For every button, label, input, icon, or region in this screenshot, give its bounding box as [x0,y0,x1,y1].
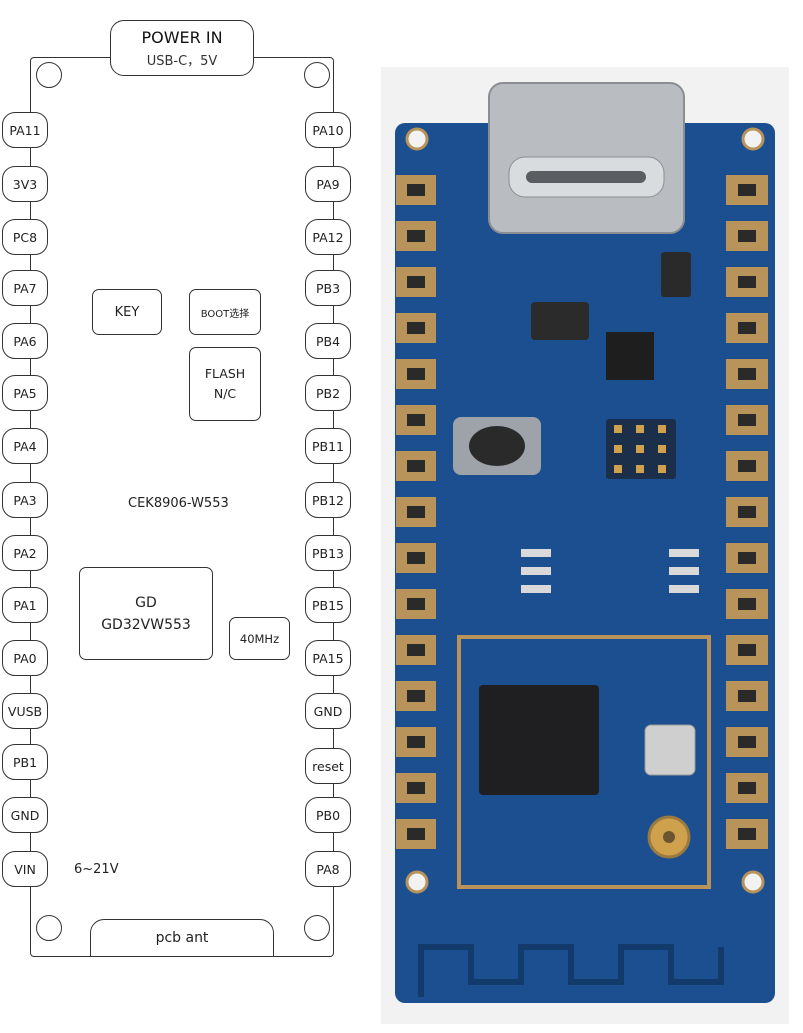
board-photo [381,67,789,1024]
pin-right-6: PB2 [305,375,351,411]
pin-left-8: PA3 [2,482,48,518]
pin-left-2: 3V3 [2,166,48,202]
key-label: KEY [114,304,140,320]
pin-right-12: GND [305,693,351,729]
mounting-hole-bottom-left [36,915,62,941]
boot-select-label: BOOT选择 [200,308,250,320]
module-name: CEK8906-W553 [128,496,229,511]
pin-left-10: PA1 [2,587,48,623]
pcb-antenna-label: pcb ant [155,930,209,946]
mounting-hole-top-left [36,62,62,88]
pin-left-9: PA2 [2,535,48,571]
crystal-label: 40MHz [239,631,280,646]
pin-right-8: PB12 [305,482,351,518]
pin-right-9: PB13 [305,535,351,571]
mcu-model: GD32VW553 [101,616,191,633]
mcu-vendor: GD [135,594,157,611]
board-photo-illustration [381,67,789,1024]
flash-box: FLASH N/C [189,347,261,421]
pin-right-3: PA12 [305,219,351,255]
pin-right-10: PB15 [305,587,351,623]
pin-right-14: PB0 [305,797,351,833]
pin-right-7: PB11 [305,428,351,464]
pin-left-15: VIN [2,851,48,887]
crystal-box: 40MHz [229,617,290,660]
mcu-box: GD GD32VW553 [79,567,213,660]
pin-right-4: PB3 [305,270,351,306]
boot-select-box: BOOT选择 [189,289,261,335]
mounting-hole-bottom-right [304,915,330,941]
pin-right-2: PA9 [305,166,351,202]
pin-right-15: PA8 [305,851,351,887]
mounting-hole-top-right [304,62,330,88]
pinout-diagram: POWER IN USB-C，5V PA11 3V3 PC8 PA7 PA6 P… [0,0,380,1033]
flash-status: N/C [213,386,237,401]
pin-left-13: PB1 [2,744,48,780]
pin-left-11: PA0 [2,640,48,676]
pin-left-6: PA5 [2,375,48,411]
power-in-title: POWER IN [141,28,223,47]
power-in-box: POWER IN USB-C，5V [110,20,254,76]
pin-left-7: PA4 [2,428,48,464]
flash-label: FLASH [204,366,246,381]
pin-right-13: reset [305,748,351,784]
key-button-box: KEY [92,289,162,335]
pin-right-1: PA10 [305,112,351,148]
pin-right-5: PB4 [305,323,351,359]
pin-right-11: PA15 [305,640,351,676]
power-in-subtitle: USB-C，5V [146,54,218,69]
pin-left-5: PA6 [2,323,48,359]
pin-left-14: GND [2,797,48,833]
pcb-antenna-box: pcb ant [90,919,274,957]
pin-left-12: VUSB [2,693,48,729]
pin-left-1: PA11 [2,112,48,148]
vin-range-label: 6~21V [74,862,119,877]
pin-left-3: PC8 [2,219,48,255]
pin-left-4: PA7 [2,270,48,306]
